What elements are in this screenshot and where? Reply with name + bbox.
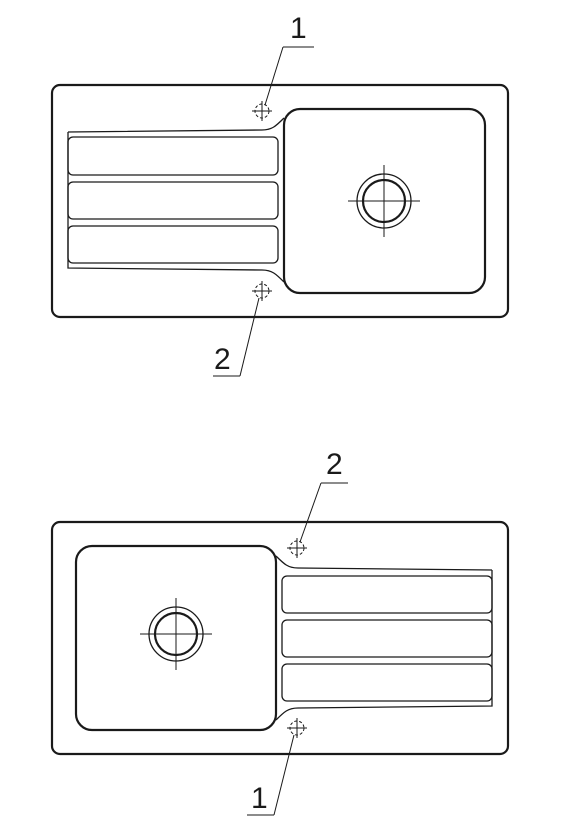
drainer-groove-2 xyxy=(67,181,279,220)
callout-label-2: 2 xyxy=(214,343,231,376)
drain-fitting xyxy=(140,598,212,670)
tap-hole-marker-2 xyxy=(287,538,307,558)
callout-label-2: 2 xyxy=(326,448,343,481)
tap-hole-marker-1 xyxy=(287,718,307,738)
callout-leader-2: 2 xyxy=(299,448,348,543)
drain-fitting xyxy=(348,165,420,237)
drainer-board xyxy=(67,117,285,283)
drainer-board xyxy=(275,555,493,721)
sink-top-view: 1 2 xyxy=(50,12,510,377)
callout-label-1: 1 xyxy=(251,782,268,815)
sink-bowl xyxy=(282,107,487,295)
drainer-groove-2 xyxy=(281,619,493,658)
callout-leader-1: 1 xyxy=(264,12,314,106)
tap-hole-marker-1 xyxy=(252,101,272,121)
callout-leader-2: 2 xyxy=(213,297,260,377)
drainer-groove-3 xyxy=(67,225,279,264)
callout-leader-1: 1 xyxy=(247,734,295,816)
tap-hole-marker-2 xyxy=(252,281,272,301)
callout-label-1: 1 xyxy=(290,12,307,45)
sink-bottom-view: 2 1 xyxy=(50,448,510,816)
sink-outer-outline xyxy=(50,520,510,756)
sink-outer-outline xyxy=(50,83,510,319)
drainer-groove-1 xyxy=(281,575,493,614)
sink-bowl xyxy=(74,544,278,732)
drainer-groove-1 xyxy=(67,136,279,176)
drainer-groove-3 xyxy=(281,663,493,702)
